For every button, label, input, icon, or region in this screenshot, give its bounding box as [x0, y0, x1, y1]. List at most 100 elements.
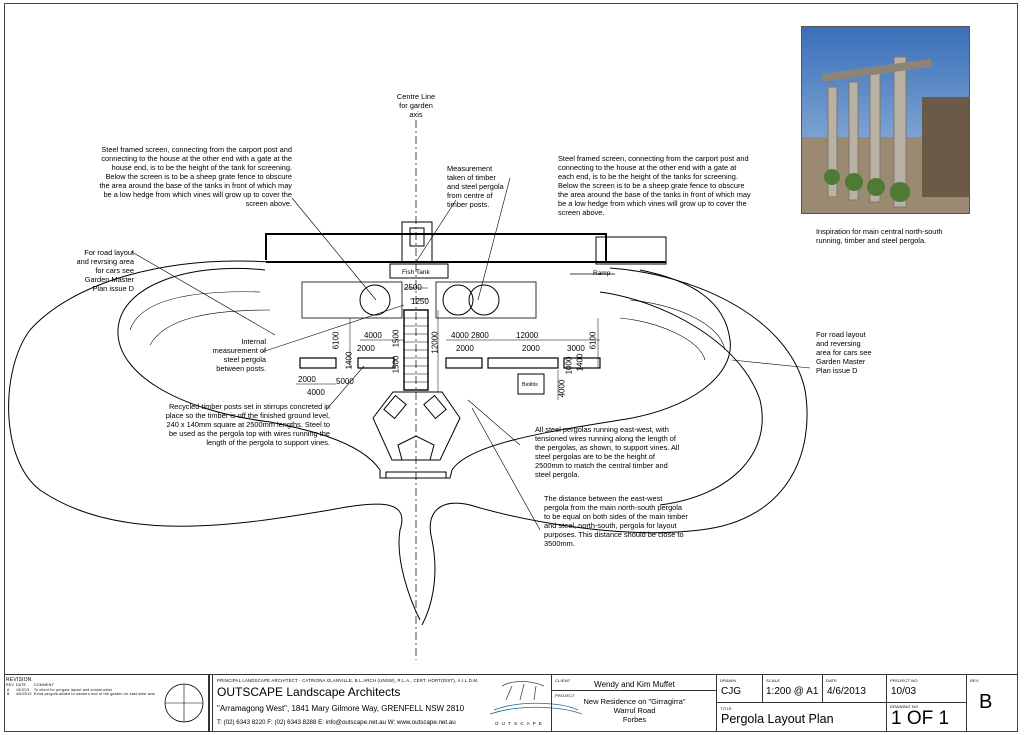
rev-cell: REV B [967, 675, 1017, 732]
drawn-value: CJG [721, 686, 741, 697]
scale-value: 1:200 @ A1 [766, 686, 819, 697]
tank-area-east [435, 281, 537, 319]
bench [385, 471, 447, 479]
note-distance: The distance between the east-west pergo… [544, 494, 688, 548]
water-tank-2 [442, 284, 474, 316]
title-label: TITLE [720, 706, 732, 711]
dim-1500-b: 1500 [391, 355, 401, 374]
driveway-west [8, 260, 421, 621]
pergola-east-upper [445, 357, 483, 369]
note-all-steel: All steel pergolas running east-west, wi… [535, 425, 680, 479]
north-arrow-cell [209, 675, 210, 732]
project-name: New Residence on "Girragirra" Warrul Roa… [583, 697, 686, 724]
firm-cell: PRINCIPAL LANDSCAPE ARCHITECT - CATRIONA… [212, 675, 552, 732]
dim-1000: 1000 [564, 356, 574, 375]
note-measurement: Measurement taken of timber and steel pe… [447, 164, 504, 209]
ramp-label: Ramp [593, 270, 611, 277]
firm-address: "Arramagong West", 1841 Mary Gilmore Way… [217, 704, 465, 713]
dim-2500: 2500 [404, 283, 422, 292]
pergola-east-mid [487, 357, 559, 369]
revision-col-date: DATE [16, 683, 27, 687]
fish-tank [389, 263, 449, 279]
revision-row-b-comment: Extra pergola added to western end of th… [34, 692, 155, 696]
dim-1400-a: 1400 [344, 351, 354, 370]
drawn-label: DRAWN [720, 678, 736, 683]
rev-label: REV [970, 678, 979, 683]
revision-cell: REVISION REV DATE COMMENT A 15/3/13 To c… [4, 675, 209, 732]
revision-col-rev: REV [6, 683, 14, 687]
pergola-west-upper [357, 357, 395, 369]
principal-architect: PRINCIPAL LANDSCAPE ARCHITECT - CATRIONA… [217, 678, 479, 683]
note-road-left: For road layout and revrsing area for ca… [76, 248, 134, 293]
client-name: Wendy and Kim Muffet [594, 680, 675, 689]
dim-2000-d: 2000 [522, 344, 540, 353]
dim-6100-a: 6100 [331, 331, 341, 350]
axis-label: Centre Line for garden axis [396, 92, 436, 119]
client-cell: CLIENT Wendy and Kim Muffet PROJECT New … [552, 675, 717, 732]
title-cell: TITLE Pergola Layout Plan [717, 703, 887, 732]
revision-label: REVISION [6, 677, 32, 683]
revision-row-a-rev: A [7, 688, 10, 692]
dim-12000-horizontal: 12000 [516, 331, 539, 340]
title-block: REVISION REV DATE COMMENT A 15/3/13 To c… [4, 674, 1018, 732]
note-inspiration: Inspiration for main central north-south… [816, 227, 943, 245]
dim-3000: 3000 [567, 344, 585, 353]
client-label: CLIENT [555, 678, 571, 683]
rev-value: B [979, 691, 993, 713]
revision-row-b-date: 4/6/2013 [16, 692, 32, 696]
dim-6100-b: 6100 [588, 331, 598, 350]
driveway-east [421, 267, 808, 626]
outscape-logo-mark [489, 681, 583, 715]
note-screen-right: Steel framed screen, connecting from the… [558, 154, 751, 217]
revision-row-b-rev: B [7, 692, 10, 696]
project-label: PROJECT [555, 693, 576, 698]
drawing-title: Pergola Layout Plan [721, 712, 834, 726]
note-screen-left: Steel framed screen, connecting from the… [99, 145, 292, 208]
central-entry [401, 221, 433, 263]
dim-4000-a: 4000 [364, 331, 382, 340]
embankment-east [619, 299, 726, 361]
house-wing-east [595, 236, 667, 265]
dim-12000-vertical: 12000 [430, 331, 440, 354]
dim-2800: 2800 [471, 331, 489, 340]
revision-row-a-date: 15/3/13 [16, 688, 30, 692]
project-no-value: 10/03 [891, 686, 917, 697]
dim-2000-a: 2000 [357, 344, 375, 353]
drawn-cell: DRAWN CJG [717, 675, 763, 703]
garden-outer-boundary [117, 267, 731, 479]
note-recycled: Recycled timber posts set in stirrups co… [165, 402, 330, 447]
pergola-west-lower [299, 357, 337, 369]
dim-1500-a: 1500 [391, 329, 401, 348]
dim-1400-b: 1400 [575, 353, 585, 372]
pergola-east-end [563, 357, 601, 369]
drawing-no-label: DRAWING NO [890, 704, 919, 709]
date-cell: DATE 4/6/2013 [823, 675, 887, 703]
dim-4000-b: 4000 [307, 388, 325, 397]
revision-col-comment: COMMENT [34, 683, 54, 687]
scale-label: SCALE [766, 678, 781, 683]
drawing-no-cell: DRAWING NO 1 OF 1 [887, 703, 967, 732]
note-internal: Internal measurement of steel pergola be… [212, 337, 266, 373]
inspiration-photo [801, 26, 970, 214]
firm-contact: T: (02) 6343 8220 F: (02) 6343 8288 E: i… [217, 719, 456, 726]
firm-name: OUTSCAPE Landscape Architects [217, 685, 401, 699]
fish-tank-label: Fish Tank [402, 269, 430, 276]
gazebo-deck [372, 391, 461, 461]
revision-row-a-comment: To client for pergola layout and constru… [34, 688, 113, 692]
drawing-sheet [4, 3, 1018, 732]
biolitis-unit [517, 373, 545, 395]
water-tank-3 [468, 284, 500, 316]
house-outline [265, 233, 607, 262]
dim-2000-b: 2000 [298, 375, 316, 384]
note-road-right: For road layout and reversing area for c… [816, 330, 872, 375]
logo-text: O U T S C A P E [495, 721, 543, 726]
embankment-west [129, 291, 271, 346]
dim-5000: 5000 [336, 377, 354, 386]
dim-4000-c: 4000 [451, 331, 469, 340]
dim-4000-d: 4000 [557, 379, 567, 398]
dim-1250: 1250 [411, 297, 429, 306]
scale-cell: SCALE 1:200 @ A1 [763, 675, 823, 703]
project-no-label: PROJECT NO [890, 678, 918, 683]
dim-2000-c: 2000 [456, 344, 474, 353]
